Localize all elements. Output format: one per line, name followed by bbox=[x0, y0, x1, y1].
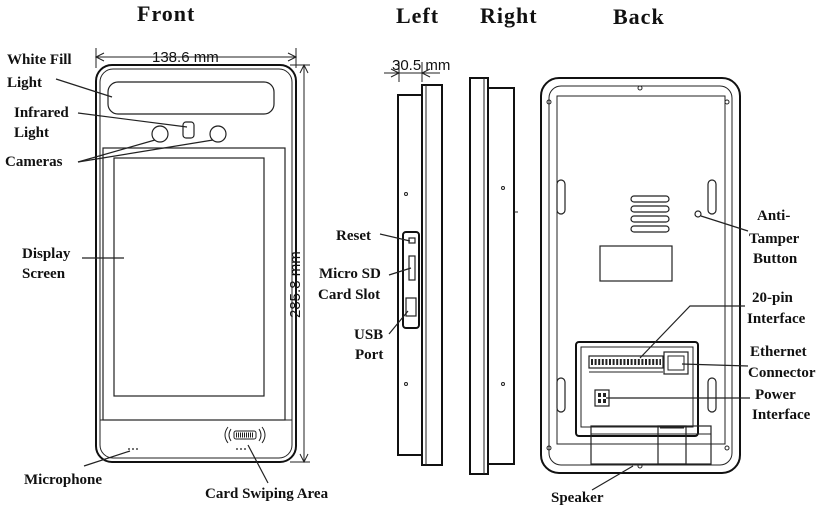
back-slot-lower-left bbox=[556, 377, 566, 413]
width-dimension-text: 138.6 mm bbox=[152, 49, 219, 66]
interface-compartment bbox=[575, 341, 699, 437]
front-body-inner bbox=[99, 68, 293, 459]
back-label-area bbox=[599, 245, 673, 282]
vent-grille bbox=[630, 195, 670, 233]
back-plate bbox=[556, 95, 726, 445]
20-pin-interface bbox=[588, 355, 664, 373]
leader-infrared-light bbox=[77, 112, 188, 128]
infrared-light bbox=[182, 121, 195, 139]
camera-right bbox=[209, 125, 227, 143]
left-view: 30.5 mm Reset Micro SD Card Slot USB Por… bbox=[318, 57, 450, 466]
back-view-title: Back bbox=[613, 4, 665, 29]
label-anti-tamper-3: Button bbox=[753, 251, 798, 267]
leader-card-swiping-area bbox=[247, 444, 269, 484]
front-view: 138.6 mm 285.8 mm bbox=[5, 48, 329, 502]
label-power-2: Interface bbox=[752, 407, 811, 423]
label-micro-sd-1: Micro SD bbox=[319, 266, 381, 282]
back-screw-top-left bbox=[546, 99, 552, 105]
leader-white-fill-light bbox=[55, 78, 113, 98]
back-screw-bottom-right bbox=[724, 445, 730, 451]
camera-left bbox=[151, 125, 169, 143]
leader-microphone bbox=[83, 450, 131, 467]
right-side-screw-top bbox=[501, 186, 505, 190]
ethernet-connector bbox=[663, 351, 689, 375]
right-side-body bbox=[487, 87, 515, 465]
back-slot-lower-right bbox=[707, 377, 717, 413]
label-20-pin-1: 20-pin bbox=[752, 290, 794, 306]
depth-arrow-left bbox=[390, 68, 401, 78]
display-frame bbox=[102, 147, 286, 421]
label-white-fill-light-1: White Fill bbox=[7, 52, 72, 68]
depth-dimension-text: 30.5 mm bbox=[392, 57, 450, 74]
label-micro-sd-2: Card Slot bbox=[318, 287, 380, 303]
rfid-icon bbox=[224, 426, 266, 444]
right-view-title: Right bbox=[480, 3, 538, 28]
leader-speaker bbox=[591, 465, 634, 491]
right-side-screw-bottom bbox=[501, 382, 505, 386]
back-view: Anti- Tamper Button 20-pin Interface Eth… bbox=[540, 77, 816, 506]
label-20-pin-2: Interface bbox=[747, 311, 806, 327]
label-microphone: Microphone bbox=[24, 472, 102, 488]
front-view-title: Front bbox=[137, 1, 195, 26]
back-screw-bottom-left bbox=[546, 445, 552, 451]
label-display-screen-2: Screen bbox=[22, 266, 66, 282]
front-body-outline bbox=[95, 64, 297, 463]
label-ethernet-2: Connector bbox=[748, 365, 816, 381]
label-card-swiping-area: Card Swiping Area bbox=[205, 486, 329, 502]
leader-micro-sd bbox=[388, 267, 412, 276]
back-screw-top bbox=[637, 85, 643, 91]
left-side-screw-bottom bbox=[404, 382, 408, 386]
leader-camera-left bbox=[77, 139, 156, 163]
depth-arrow-right bbox=[420, 68, 431, 78]
back-slot-upper-left bbox=[556, 179, 566, 215]
back-slot-upper-right bbox=[707, 179, 717, 215]
speaker-frame bbox=[590, 425, 712, 465]
label-power-1: Power bbox=[755, 387, 796, 403]
leader-anti-tamper bbox=[700, 215, 749, 232]
leader-ethernet bbox=[681, 363, 749, 367]
label-usb-1: USB bbox=[354, 327, 383, 343]
display-screen bbox=[113, 157, 265, 397]
label-anti-tamper-2: Tamper bbox=[749, 231, 800, 247]
white-fill-light bbox=[107, 81, 275, 115]
leader-20-pin bbox=[639, 305, 745, 359]
left-view-title: Left bbox=[396, 3, 439, 28]
speaker bbox=[590, 425, 712, 465]
leader-camera-right bbox=[77, 139, 214, 163]
label-ethernet-1: Ethernet bbox=[750, 344, 807, 360]
right-view bbox=[469, 77, 518, 475]
interface-compartment-inner bbox=[580, 346, 694, 428]
leader-usb bbox=[388, 310, 409, 335]
back-screw-top-right bbox=[724, 99, 730, 105]
label-usb-2: Port bbox=[355, 347, 383, 363]
label-infrared-light-1: Infrared bbox=[14, 105, 69, 121]
anti-tamper-button bbox=[694, 210, 702, 218]
port-panel bbox=[402, 231, 420, 329]
label-reset: Reset bbox=[336, 228, 371, 244]
back-body-outline bbox=[540, 77, 741, 474]
label-cameras: Cameras bbox=[5, 154, 63, 170]
micro-sd-slot bbox=[408, 255, 416, 281]
left-side-screw-top bbox=[404, 192, 408, 196]
label-infrared-light-2: Light bbox=[14, 125, 49, 141]
label-speaker: Speaker bbox=[551, 490, 604, 506]
usb-port bbox=[405, 297, 417, 317]
right-side-faceplate bbox=[469, 77, 489, 475]
label-white-fill-light-2: Light bbox=[7, 75, 42, 91]
left-side-faceplate bbox=[421, 84, 443, 466]
label-anti-tamper-1: Anti- bbox=[757, 208, 790, 224]
label-display-screen-1: Display bbox=[22, 246, 71, 262]
leader-reset bbox=[379, 233, 411, 242]
